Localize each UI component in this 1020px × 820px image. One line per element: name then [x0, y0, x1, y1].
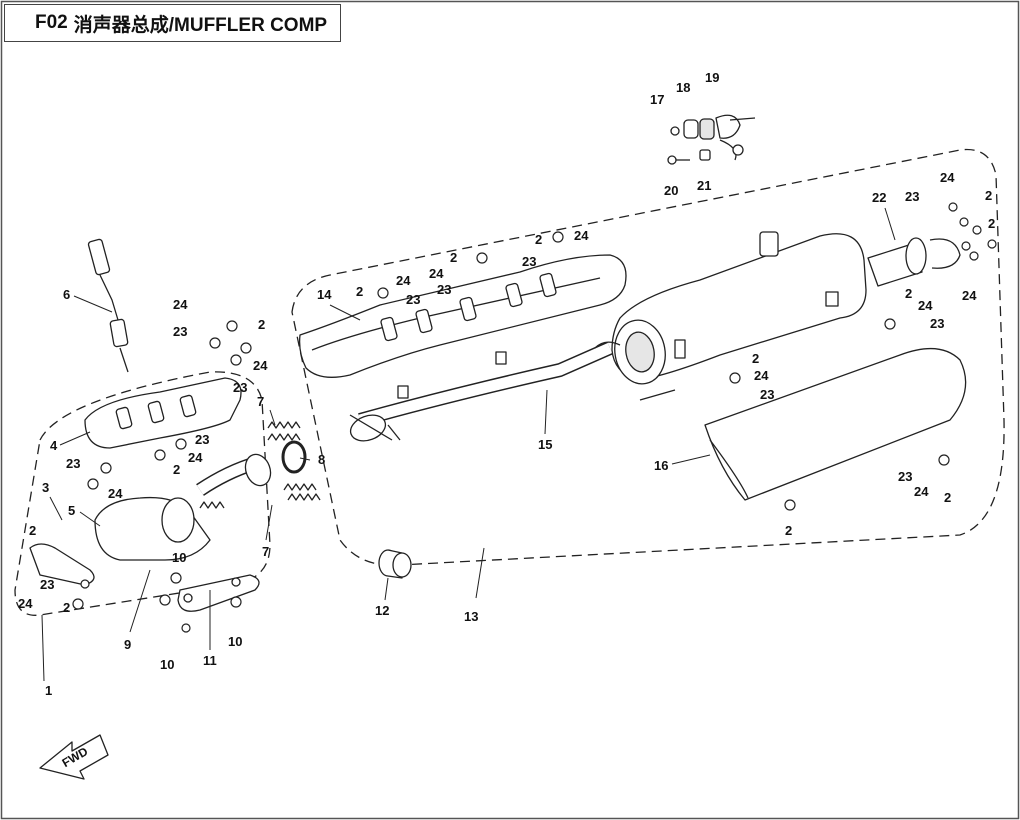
callout-4: 4: [50, 438, 58, 453]
group-1-outline: [14, 371, 271, 616]
callout-2: 2: [905, 286, 912, 301]
callout-2: 2: [535, 232, 542, 247]
callout-24: 24: [396, 273, 411, 288]
callout-12: 12: [375, 603, 389, 618]
part-17-21-bracket: [667, 114, 756, 165]
callout-24: 24: [188, 450, 203, 465]
callout-22: 22: [872, 190, 886, 205]
leader-lines: [41, 207, 896, 682]
part-6-sensor: [87, 238, 129, 373]
callout-24: 24: [914, 484, 929, 499]
title-text: 消声器总成/MUFFLER COMP: [73, 14, 328, 36]
callout-14: 14: [317, 287, 332, 302]
callout-24: 24: [574, 228, 589, 243]
part-16-heat-shield: [704, 347, 967, 501]
callout-23: 23: [898, 469, 912, 484]
callout-2: 2: [356, 284, 363, 299]
callout-23: 23: [930, 316, 944, 331]
callout-2: 2: [752, 351, 759, 366]
callout-23: 23: [905, 189, 919, 204]
part-4-heat-shield: [84, 377, 242, 449]
callout-8: 8: [318, 452, 325, 467]
fasteners: [72, 202, 997, 633]
callout-2: 2: [258, 317, 265, 332]
callout-24: 24: [18, 596, 33, 611]
part-22-tailpipe: [867, 237, 961, 287]
callout-23: 23: [66, 456, 80, 471]
callout-24: 24: [108, 486, 123, 501]
callout-17: 17: [650, 92, 664, 107]
callout-21: 21: [697, 178, 711, 193]
callout-2: 2: [944, 490, 951, 505]
callout-23: 23: [40, 577, 54, 592]
callout-16: 16: [654, 458, 668, 473]
callout-2: 2: [63, 600, 70, 615]
callout-9: 9: [124, 637, 131, 652]
callout-24: 24: [253, 358, 268, 373]
callout-24: 24: [754, 368, 769, 383]
callout-3: 3: [42, 480, 49, 495]
callout-24: 24: [429, 266, 444, 281]
callout-2: 2: [173, 462, 180, 477]
callout-10: 10: [172, 550, 186, 565]
callout-23: 23: [233, 380, 247, 395]
callout-2: 2: [450, 250, 457, 265]
callout-24: 24: [173, 297, 188, 312]
group-13-outline: [291, 148, 1005, 566]
callout-18: 18: [676, 80, 690, 95]
callout-10: 10: [228, 634, 242, 649]
callout-1: 1: [45, 683, 52, 698]
callout-7: 7: [257, 394, 264, 409]
callout-5: 5: [68, 503, 75, 518]
callout-15: 15: [538, 437, 552, 452]
part-muffler-body: [594, 231, 867, 401]
callout-20: 20: [664, 183, 678, 198]
callout-2: 2: [985, 188, 992, 203]
part-14-heat-shield: [298, 254, 627, 378]
callout-10: 10: [160, 657, 174, 672]
callout-2: 2: [29, 523, 36, 538]
callout-2: 2: [785, 523, 792, 538]
callout-24: 24: [918, 298, 933, 313]
part-12-bushing: [378, 549, 412, 579]
part-8-gasket: [281, 440, 307, 474]
title-code: F02: [35, 12, 68, 33]
callout-23: 23: [406, 292, 420, 307]
callout-23: 23: [195, 432, 209, 447]
callout-23: 23: [760, 387, 774, 402]
callout-23: 23: [173, 324, 187, 339]
callout-24: 24: [962, 288, 977, 303]
callout-2: 2: [988, 216, 995, 231]
callout-11: 11: [203, 653, 217, 668]
part-15-pipe: [349, 341, 613, 442]
diagram-title: F02 消声器总成/MUFFLER COMP: [4, 4, 341, 42]
callout-23: 23: [437, 282, 451, 297]
fwd-arrow-icon: [39, 734, 109, 780]
callout-23: 23: [522, 254, 536, 269]
callout-7: 7: [262, 544, 269, 559]
callout-24: 24: [940, 170, 955, 185]
callout-6: 6: [63, 287, 70, 302]
callout-19: 19: [705, 70, 719, 85]
part-11-bracket: [177, 574, 260, 612]
callout-13: 13: [464, 609, 478, 624]
part-7-springs: [199, 421, 321, 509]
callouts: 1 2 2 2 2 2 2 2 2 2 2 2 2 2 3 4 5 6 7 7 …: [18, 70, 995, 698]
part-5-header-pipe: [94, 453, 272, 561]
